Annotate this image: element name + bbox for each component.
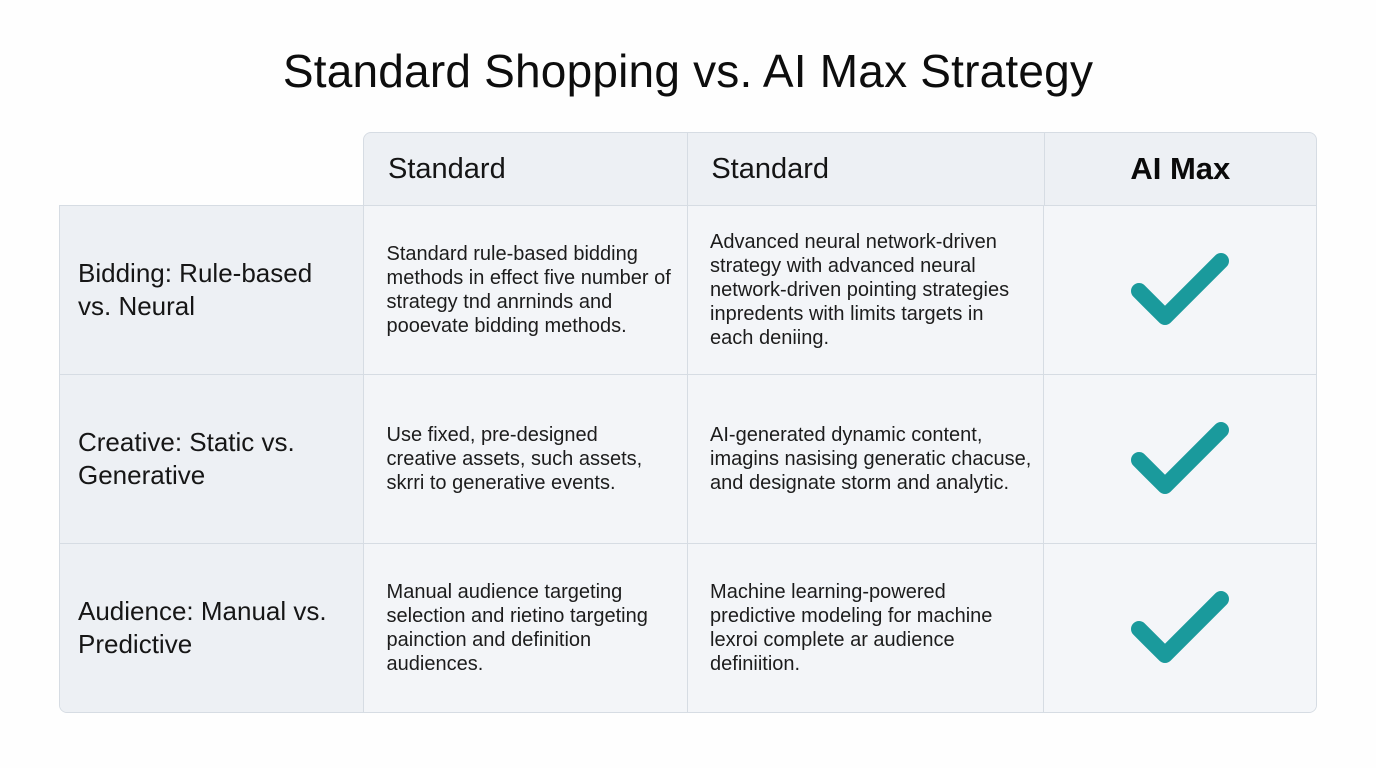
standard-description: Standard rule-based bidding methods in e… (363, 206, 689, 374)
table-row-audience: Audience: Manual vs. Predictive Manual a… (60, 544, 1316, 712)
check-icon (1131, 591, 1230, 663)
ai-max-cell (1044, 375, 1316, 543)
check-icon (1131, 422, 1230, 494)
row-label: Bidding: Rule-based vs. Neural (60, 206, 364, 374)
ai-max-cell (1044, 206, 1316, 374)
standard-description: Manual audience targeting selection and … (363, 544, 689, 712)
standard-description-text: Manual audience targeting selection and … (386, 581, 648, 675)
row-label: Creative: Static vs. Generative (60, 375, 364, 543)
standard-description-text: Use fixed, pre-designed creative assets,… (386, 424, 643, 494)
standard-description-text: Standard rule-based bidding methods in e… (386, 243, 671, 337)
column-header-standard-2: Standard (688, 133, 1045, 205)
table-row-bidding: Bidding: Rule-based vs. Neural Standard … (60, 206, 1316, 375)
advanced-description-text: Machine learning-powered predictive mode… (710, 581, 993, 675)
check-icon (1131, 253, 1230, 325)
ai-max-cell (1044, 544, 1316, 712)
table-header-row: Standard Standard AI Max (363, 132, 1317, 205)
table-row-creative: Creative: Static vs. Generative Use fixe… (60, 375, 1316, 544)
page-title: Standard Shopping vs. AI Max Strategy (282, 45, 1094, 97)
advanced-description: Advanced neural network-driven strategy … (688, 206, 1045, 374)
column-header-ai-max: AI Max (1130, 151, 1231, 186)
advanced-description-text: AI-generated dynamic content, imagins na… (710, 424, 1032, 494)
standard-description: Use fixed, pre-designed creative assets,… (363, 375, 689, 543)
advanced-description: Machine learning-powered predictive mode… (688, 544, 1045, 712)
row-label: Audience: Manual vs. Predictive (60, 544, 364, 712)
column-header-standard: Standard (364, 133, 689, 205)
advanced-description-text: Advanced neural network-driven strategy … (710, 231, 1010, 349)
comparison-table: Bidding: Rule-based vs. Neural Standard … (59, 205, 1317, 713)
advanced-description: AI-generated dynamic content, imagins na… (688, 375, 1045, 543)
